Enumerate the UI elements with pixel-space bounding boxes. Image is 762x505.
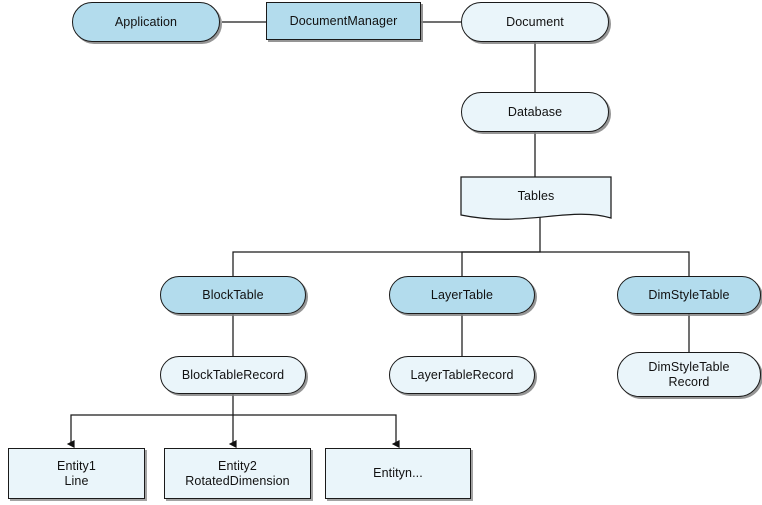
node-label-entityn: Entityn... xyxy=(373,466,423,480)
node-label-entity1: Entity1 Line xyxy=(57,458,96,488)
node-block-table-record[interactable]: BlockTableRecord xyxy=(160,356,306,394)
node-tables[interactable]: Tables xyxy=(460,176,612,226)
node-label-block-table: BlockTable xyxy=(202,287,264,302)
node-label-application: Application xyxy=(114,14,178,29)
node-database[interactable]: Database xyxy=(461,92,609,132)
connector-tables-to-layertable xyxy=(461,251,540,276)
wave-shape-outline xyxy=(460,176,612,220)
node-label-layer-table: LayerTable xyxy=(430,287,494,302)
connector-tables-to-dimstyletable xyxy=(540,251,690,276)
node-label-dim-style-table: DimStyleTable xyxy=(648,287,730,302)
node-entity1[interactable]: Entity1 Line xyxy=(8,448,145,499)
node-entityn[interactable]: Entityn... xyxy=(325,448,471,499)
node-label-layer-table-record: LayerTableRecord xyxy=(410,367,514,382)
node-label-dim-style-record: DimStyleTable Record xyxy=(648,359,730,389)
node-block-table[interactable]: BlockTable xyxy=(160,276,306,314)
node-dim-style-record[interactable]: DimStyleTable Record xyxy=(617,352,761,397)
node-layer-table-record[interactable]: LayerTableRecord xyxy=(389,356,535,394)
node-application[interactable]: Application xyxy=(72,2,220,42)
node-label-database: Database xyxy=(507,104,563,119)
connector-record-to-entity1 xyxy=(66,394,234,449)
node-label-document: Document xyxy=(506,14,564,29)
node-label-document-manager: DocumentManager xyxy=(289,13,398,28)
node-label-tables: Tables xyxy=(517,189,555,203)
node-label-entity2: Entity2 RotatedDimension xyxy=(185,458,290,488)
connector-record-to-entityn xyxy=(233,414,400,449)
node-label-block-table-record: BlockTableRecord xyxy=(181,367,285,382)
node-document-manager[interactable]: DocumentManager xyxy=(266,2,421,40)
node-layer-table[interactable]: LayerTable xyxy=(389,276,535,314)
node-document[interactable]: Document xyxy=(461,2,609,42)
node-dim-style-table[interactable]: DimStyleTable xyxy=(617,276,761,314)
node-entity2[interactable]: Entity2 RotatedDimension xyxy=(164,448,311,499)
